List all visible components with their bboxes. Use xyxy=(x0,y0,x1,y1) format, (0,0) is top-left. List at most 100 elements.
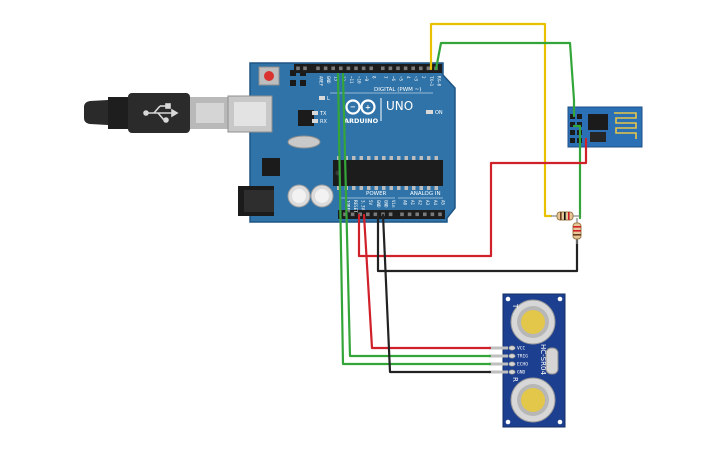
chip-pin xyxy=(427,156,431,160)
resistor-1[interactable] xyxy=(551,211,580,221)
usb-plug-shell xyxy=(196,103,224,123)
chip-pin xyxy=(419,156,423,160)
power-pin-2[interactable] xyxy=(358,212,362,217)
digital-pin-label: RX←0 xyxy=(436,76,441,87)
sensor-crystal xyxy=(545,347,559,375)
digital-pin-4[interactable] xyxy=(346,66,351,71)
analog-pin-5[interactable] xyxy=(438,212,442,217)
chip-pin xyxy=(419,186,423,190)
logo-plus: + xyxy=(365,104,371,112)
digital-pin-1[interactable] xyxy=(323,66,328,71)
rx-label: RX xyxy=(320,119,327,125)
wire-black-gnd-sensor[interactable] xyxy=(381,213,492,374)
wire-green-divider-esp[interactable] xyxy=(572,124,582,220)
power-header-label: POWER xyxy=(366,191,387,197)
power-pin-4[interactable] xyxy=(373,212,378,217)
digital-pin-6[interactable] xyxy=(361,66,366,71)
digital-pin-label: 13 xyxy=(334,76,339,82)
power-pin-6[interactable] xyxy=(388,212,393,217)
digital-pin-11[interactable] xyxy=(403,66,408,71)
sensor-pin-echo[interactable] xyxy=(508,361,516,367)
chip-pin xyxy=(427,186,431,190)
digital-pin-12[interactable] xyxy=(411,66,415,71)
sensor-pin-gnd[interactable] xyxy=(508,369,516,375)
power-pin-3[interactable] xyxy=(366,212,370,217)
digital-pin-nc[interactable] xyxy=(303,66,307,71)
sensor-model: HC-SR04 xyxy=(539,344,547,375)
digital-pin-3[interactable] xyxy=(339,66,343,71)
chip-pin xyxy=(397,186,401,190)
chip-pin xyxy=(389,156,393,160)
digital-pin-9[interactable] xyxy=(388,66,393,71)
wire-yellow-tx[interactable] xyxy=(429,22,553,218)
resistor-1-band-2 xyxy=(564,212,566,220)
resistor-2[interactable] xyxy=(572,218,582,244)
digital-pin-label: GND xyxy=(326,76,331,84)
digital-pin-10[interactable] xyxy=(396,66,400,71)
wires xyxy=(336,22,588,374)
digital-pin-5[interactable] xyxy=(354,66,358,71)
analog-pin-4[interactable] xyxy=(430,212,435,217)
sensor-pin-lead xyxy=(489,346,508,350)
digital-pin-label: AREF xyxy=(318,76,323,87)
digital-pin-label: ~3 xyxy=(414,76,419,82)
digital-header-label: DIGITAL (PWM ~) xyxy=(374,87,421,93)
power-pin-label: 5V xyxy=(368,200,373,206)
wire-red-3v3-esp[interactable] xyxy=(357,137,588,258)
digital-pin-8[interactable] xyxy=(381,66,385,71)
digital-pin-label: 2 xyxy=(421,76,426,79)
atmega328p-chip xyxy=(333,160,443,186)
sensor-pin-vcc[interactable] xyxy=(508,345,516,351)
power-pin-label: RESET xyxy=(353,200,358,213)
analog-pin-3[interactable] xyxy=(423,212,427,217)
digital-pin-7[interactable] xyxy=(369,66,373,71)
analog-pin-0[interactable] xyxy=(400,212,404,217)
wire-black-gnd-esp[interactable] xyxy=(376,213,579,273)
power-pin-0[interactable] xyxy=(343,212,347,217)
usb-cable[interactable] xyxy=(84,93,228,133)
sensor-pin-lead xyxy=(489,370,508,374)
power-pin-label: 3.3V xyxy=(361,200,366,211)
tx-label: TX xyxy=(319,111,327,117)
esp-chip xyxy=(588,114,608,130)
digital-pin-13[interactable] xyxy=(419,66,423,71)
sensor-pin-pads[interactable] xyxy=(489,345,516,375)
sensor-pin-label: GND xyxy=(517,370,526,376)
capacitor-2-top xyxy=(315,189,329,203)
sensor-pin-label: TRIG xyxy=(517,354,528,360)
sensor-pin-trig[interactable] xyxy=(508,353,516,359)
ultrasonic-receiver xyxy=(510,377,556,423)
digital-pin-label: ~11 xyxy=(349,76,354,84)
arduino-infinity-icon xyxy=(345,99,376,115)
analog-pin-label: A3 xyxy=(425,200,430,206)
chip-pin xyxy=(382,156,386,160)
crystal-oscillator xyxy=(287,135,321,149)
chip-pin xyxy=(352,186,356,190)
chip-pin xyxy=(374,186,378,190)
analog-pin-1[interactable] xyxy=(407,212,412,217)
wire-red-vcc-sensor[interactable] xyxy=(362,213,492,350)
digital-pin-2[interactable] xyxy=(331,66,335,71)
chip-pin xyxy=(397,156,401,160)
wire-green-trig-sensor[interactable] xyxy=(341,72,492,358)
digital-header[interactable] xyxy=(294,64,442,73)
resistor-2-band-1 xyxy=(573,226,581,228)
usb-strain-relief xyxy=(108,97,130,129)
power-pin-1[interactable] xyxy=(350,212,355,217)
chip-pin xyxy=(434,156,438,160)
digital-pin-0[interactable] xyxy=(316,66,320,71)
usb-icon xyxy=(143,103,179,123)
analog-pin-2[interactable] xyxy=(415,212,419,217)
digital-pin-nc[interactable] xyxy=(296,66,300,71)
chip-pin xyxy=(412,186,416,190)
esp-antenna-trace xyxy=(614,112,637,139)
digital-pin-14[interactable] xyxy=(426,66,431,71)
wire-green-rx-esp[interactable] xyxy=(434,41,576,118)
wire-green-echo-sensor[interactable] xyxy=(336,72,492,366)
chip-pin xyxy=(352,156,356,160)
